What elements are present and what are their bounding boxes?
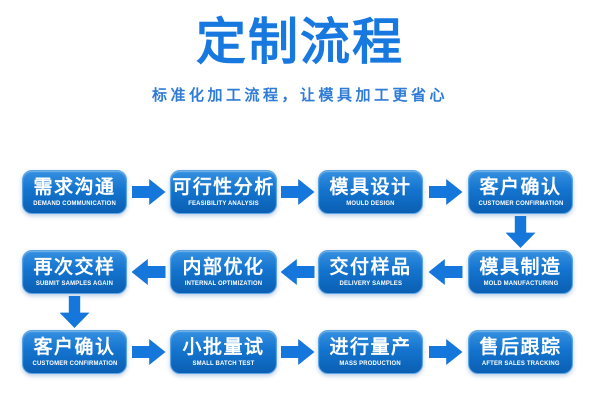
step-label-zh: 小批量试 <box>182 336 265 358</box>
arrow-left-icon <box>280 259 315 285</box>
flow-step-mass-production: 进行量产 MASS PRODUCTION <box>318 330 423 374</box>
flow-step-after-sales-tracking: 售后跟踪 AFTER SALES TRACKING <box>468 330 573 374</box>
page-subtitle: 标准化加工流程，让模具加工更省心 <box>151 87 448 104</box>
step-label-en: FEASIBILITY ANALYSIS <box>188 200 259 206</box>
step-label-en: MOULD DESIGN <box>346 200 395 206</box>
step-label-zh: 售后跟踪 <box>479 336 562 358</box>
arrow-down-icon <box>505 216 536 248</box>
step-label-en: CUSTOMER CONFIRMATION <box>478 200 563 206</box>
flow-step-small-batch-test: 小批量试 SMALL BATCH TEST <box>170 330 277 374</box>
step-label-en: DELIVERY SAMPLES <box>339 280 402 286</box>
flow-step-internal-optimization: 内部优化 INTERNAL OPTIMIZATION <box>170 250 277 294</box>
step-label-en: INTERNAL OPTIMIZATION <box>184 280 263 286</box>
arrow-right-icon <box>280 179 315 205</box>
arrow-right-icon <box>428 339 463 365</box>
step-label-zh: 交付样品 <box>329 256 412 278</box>
arrow-right-icon <box>131 339 166 365</box>
flow-step-feasibility-analysis: 可行性分析 FEASIBILITY ANALYSIS <box>170 170 277 214</box>
step-label-zh: 客户确认 <box>479 176 562 198</box>
step-label-en: MASS PRODUCTION <box>339 360 402 366</box>
page-title: 定制流程 <box>196 14 404 70</box>
step-label-zh: 内部优化 <box>182 256 265 278</box>
step-label-zh: 模具设计 <box>329 176 412 198</box>
step-label-en: MOLD MANUFACTURING <box>483 280 558 286</box>
step-label-zh: 客户确认 <box>33 336 116 358</box>
step-label-en: CUSTOMER CONFIRMATION <box>32 360 117 366</box>
step-label-zh: 再次交样 <box>33 256 116 278</box>
step-label-zh: 模具制造 <box>479 256 562 278</box>
flow-step-submit-samples-again: 再次交样 SUBMIT SAMPLES AGAIN <box>22 250 127 294</box>
header: 定制流程 标准化加工流程，让模具加工更省心 <box>0 0 600 105</box>
arrow-left-icon <box>131 259 166 285</box>
step-label-en: SUBMIT SAMPLES AGAIN <box>35 280 114 286</box>
step-label-en: AFTER SALES TRACKING <box>481 360 560 366</box>
step-label-zh: 进行量产 <box>329 336 412 358</box>
flow-step-customer-confirmation-1: 客户确认 CUSTOMER CONFIRMATION <box>468 170 573 214</box>
step-label-zh: 需求沟通 <box>33 176 116 198</box>
process-flow-diagram: 需求沟通 DEMAND COMMUNICATION 可行性分析 FEASIBIL… <box>22 170 573 374</box>
step-label-en: SMALL BATCH TEST <box>192 360 255 366</box>
flow-step-mould-design: 模具设计 MOULD DESIGN <box>318 170 423 214</box>
arrow-down-icon <box>59 296 90 328</box>
step-label-zh: 可行性分析 <box>172 176 275 198</box>
arrow-right-icon <box>131 179 166 205</box>
flow-step-demand-communication: 需求沟通 DEMAND COMMUNICATION <box>22 170 127 214</box>
arrow-right-icon <box>428 179 463 205</box>
flow-step-mold-manufacturing: 模具制造 MOLD MANUFACTURING <box>468 250 573 294</box>
flow-step-customer-confirmation-2: 客户确认 CUSTOMER CONFIRMATION <box>22 330 127 374</box>
flow-step-delivery-samples: 交付样品 DELIVERY SAMPLES <box>318 250 423 294</box>
arrow-left-icon <box>428 259 463 285</box>
arrow-right-icon <box>280 339 315 365</box>
step-label-en: DEMAND COMMUNICATION <box>33 200 116 206</box>
